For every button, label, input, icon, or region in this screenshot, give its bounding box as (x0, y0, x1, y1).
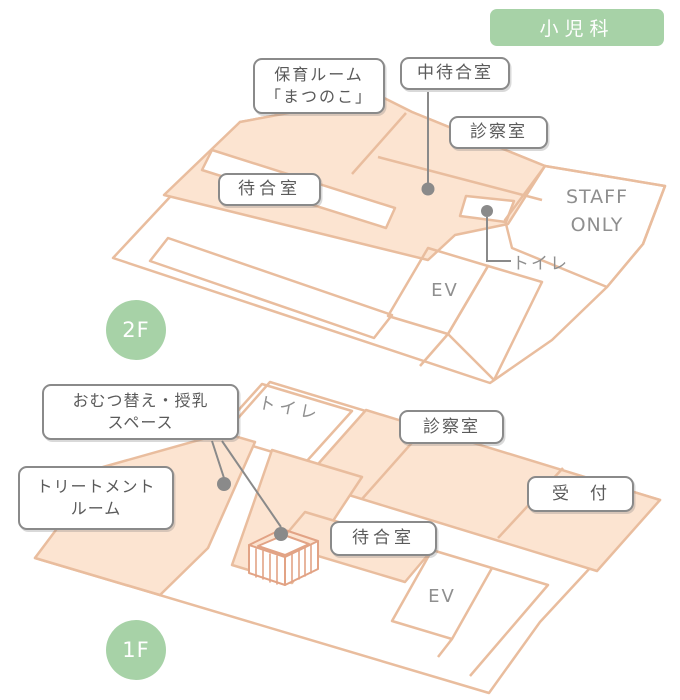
text-staff-line2: ONLY (570, 213, 624, 236)
floor-badge-2f-text: 2F (122, 318, 150, 342)
2f-room-bottom-right (446, 264, 544, 382)
label-waiting-2f: 待合室 (218, 173, 321, 206)
leader-line (486, 217, 511, 262)
location-dot (274, 527, 288, 541)
1f-wall-stub (437, 638, 453, 658)
text-staff-line1: STAFF (565, 186, 629, 208)
label-reception: 受 付 (527, 476, 634, 512)
department-badge-text: 小児科 (539, 18, 615, 40)
label-treatment-room: トリートメント ルーム (18, 466, 174, 530)
floor-badge-1f: 1F (106, 620, 166, 680)
2f-divider-exam (377, 155, 543, 202)
label-diaper-line2: スペース (107, 413, 174, 432)
floor-badge-2f: 2F (106, 300, 166, 360)
1f-leaders (211, 440, 282, 528)
label-diaper-line1: おむつ替え・授乳 (72, 391, 209, 411)
label-treatment-line2: ルーム (70, 499, 122, 518)
label-nursery-line1: 保育ルーム (274, 65, 364, 85)
location-dot (421, 182, 435, 196)
2f-room-staff-only (503, 164, 667, 289)
1f-wall-bottom-right (469, 566, 550, 677)
text-elevator-2f-text: EV (431, 280, 459, 301)
label-diaper-nursing: おむつ替え・授乳 スペース (42, 384, 239, 440)
label-nursery-room: 保育ルーム 「まつのこ」 (253, 58, 385, 114)
label-exam-2f: 診察室 (449, 116, 548, 149)
floor-2f-plan (111, 94, 667, 385)
label-middle-waiting-text: 中待合室 (417, 63, 493, 84)
label-waiting-1f: 待合室 (330, 521, 437, 556)
location-dot (481, 205, 493, 217)
label-middle-waiting-2f: 中待合室 (400, 57, 510, 90)
label-reception-text: 受 付 (552, 483, 609, 504)
leader-line (211, 440, 225, 479)
label-exam-1f: 診察室 (399, 410, 504, 444)
label-exam-1f-text: 診察室 (423, 416, 480, 437)
text-toilet-2f-text: トイレ (512, 254, 569, 274)
label-waiting-2f-text: 待合室 (238, 179, 301, 200)
label-waiting-1f-text: 待合室 (352, 528, 415, 549)
label-nursery-line2: 「まつのこ」 (264, 87, 373, 106)
floor-badge-1f-text: 1F (122, 638, 150, 662)
2f-leaders (427, 92, 511, 262)
location-dot (217, 477, 231, 491)
text-staff-only: STAFF ONLY (553, 184, 641, 239)
label-treatment-line1: トリートメント (36, 477, 156, 497)
leader-line (221, 440, 282, 528)
crib-icon (248, 528, 319, 586)
label-exam-2f-text: 診察室 (470, 122, 527, 143)
text-elevator-1f-text: EV (428, 586, 456, 607)
text-elevator-1f: EV (425, 584, 459, 610)
2f-divider-nursery (351, 112, 407, 175)
department-badge: 小児科 (490, 9, 664, 46)
2f-room-corridor (148, 236, 394, 340)
text-elevator-2f: EV (428, 278, 462, 304)
2f-wall-stub (419, 333, 449, 367)
text-toilet-2f: トイレ (512, 252, 569, 277)
